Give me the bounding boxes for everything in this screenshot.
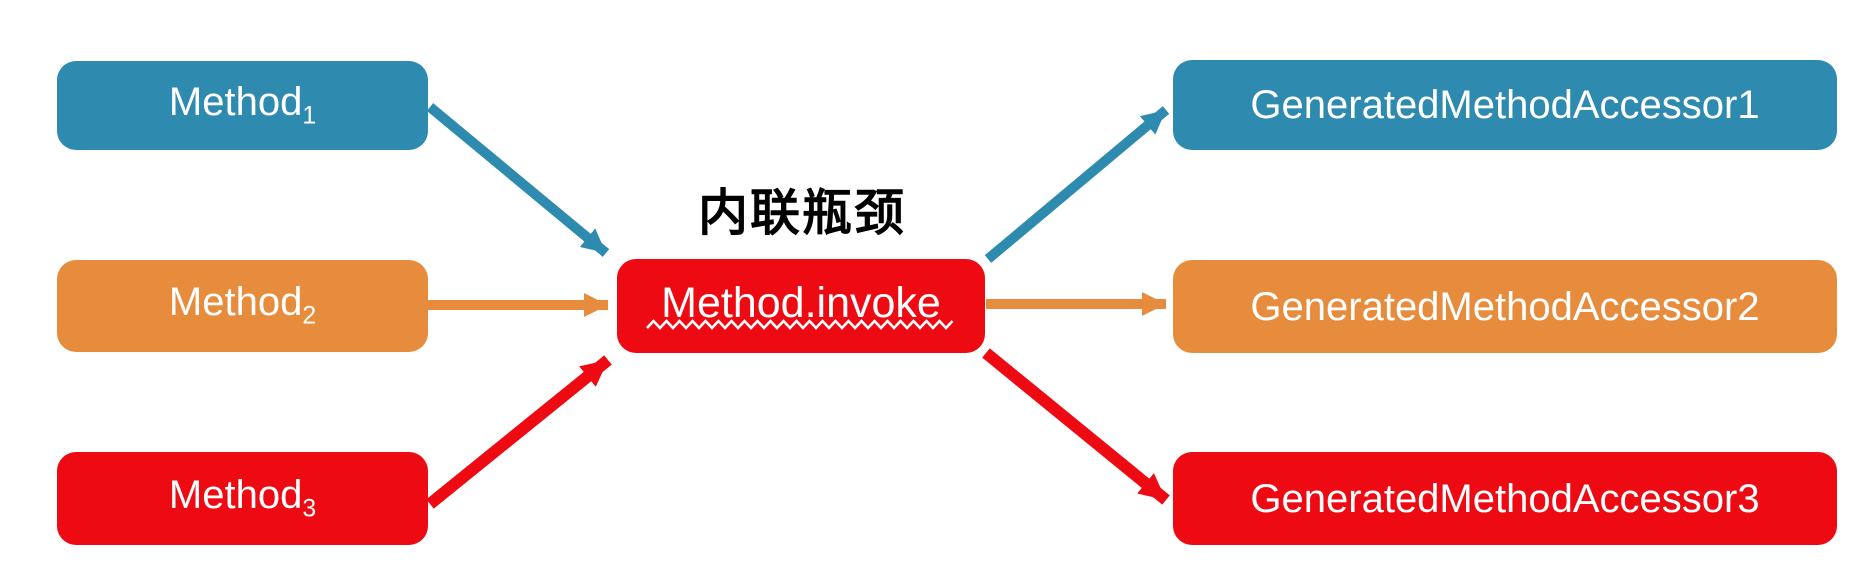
node-accessor2-label: GeneratedMethodAccessor2 (1250, 284, 1760, 329)
node-method2: Method2 (57, 260, 428, 352)
node-method-invoke-label: Method.invoke (661, 279, 941, 327)
diagram-caption: 内联瓶颈 (592, 188, 1012, 238)
diagram-caption-text: 内联瓶颈 (698, 185, 906, 241)
node-method3: Method3 (57, 452, 428, 545)
node-method1: Method1 (57, 61, 428, 150)
node-method3-subscript: 3 (302, 495, 317, 523)
node-method1-subscript: 1 (302, 102, 317, 130)
wavy-underline (646, 319, 954, 330)
arrow-invoke-to-accessor3 (982, 348, 1170, 505)
arrow-invoke-to-accessor1 (984, 106, 1170, 263)
arrow-method3-to-invoke (426, 355, 612, 509)
node-method1-label: Method1 (168, 79, 317, 130)
node-accessor1-label: GeneratedMethodAccessor1 (1250, 83, 1760, 127)
node-method-invoke: Method.invoke (617, 259, 985, 353)
node-accessor3: GeneratedMethodAccessor3 (1173, 452, 1837, 545)
node-method2-label: Method2 (168, 280, 317, 330)
arrow-method1-to-invoke (426, 103, 610, 257)
node-method3-label: Method3 (168, 472, 317, 523)
node-method2-subscript: 2 (302, 302, 317, 330)
node-accessor3-label: GeneratedMethodAccessor3 (1250, 476, 1760, 521)
node-accessor1: GeneratedMethodAccessor1 (1173, 60, 1837, 150)
node-accessor2: GeneratedMethodAccessor2 (1173, 260, 1837, 353)
